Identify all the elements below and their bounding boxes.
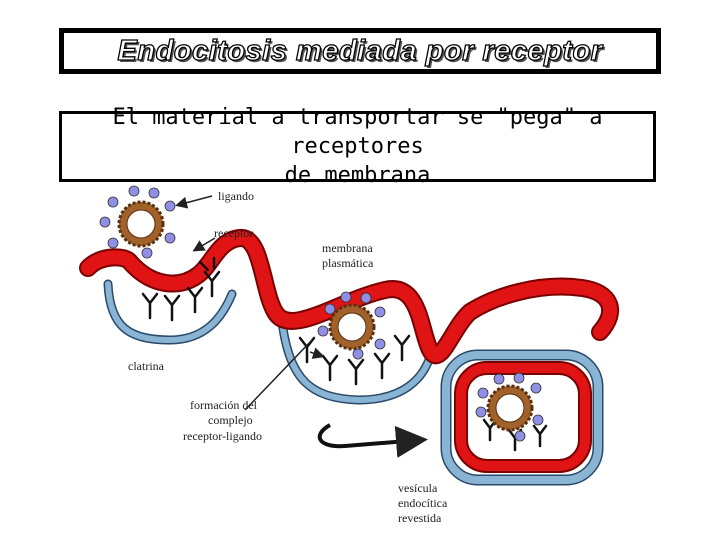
ligand-particle-middle [317,291,386,360]
label-vesicula-1: vesícula [398,481,438,495]
title-box: Endocitosis mediada por receptor [59,28,661,74]
subtitle-text: El material a transportar se "pega" a re… [112,105,603,188]
ligand-particle-top [99,185,176,259]
subtitle-box: El material a transportar se "pega" a re… [59,105,656,188]
label-ligando: ligando [218,189,254,203]
ligand-particle-vesicle [475,372,544,442]
label-formacion-3: receptor-ligando [183,429,262,443]
page-title: Endocitosis mediada por receptor [117,34,603,67]
label-formacion-1: formación del [190,398,258,412]
label-clatrina: clatrina [128,359,165,373]
label-receptor: receptor [214,226,253,240]
label-vesicula-3: revestida [398,511,442,525]
label-vesicula-2: endocítica [398,496,448,510]
clathrin-coat [103,279,604,486]
label-membrana-1: membrana [322,241,373,255]
label-membrana-2: plasmática [322,256,374,270]
receptors [141,256,548,452]
process-arrow [317,423,428,458]
label-formacion-2: complejo [208,413,253,427]
label-pointers [175,195,325,411]
